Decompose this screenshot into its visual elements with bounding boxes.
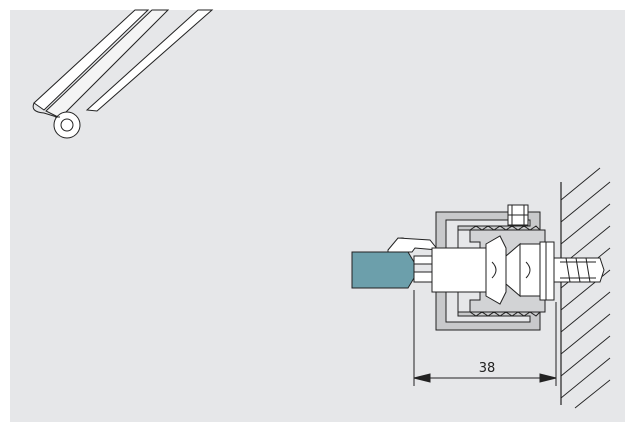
dimension-label: 38 [479,361,496,376]
seal-strip-detail [32,9,214,139]
dimension-line [413,290,557,386]
wall [560,167,611,409]
glass-panel [351,251,415,289]
clamp-insert [431,235,555,305]
glass-clip [387,237,440,283]
wall-anchor [553,257,605,283]
